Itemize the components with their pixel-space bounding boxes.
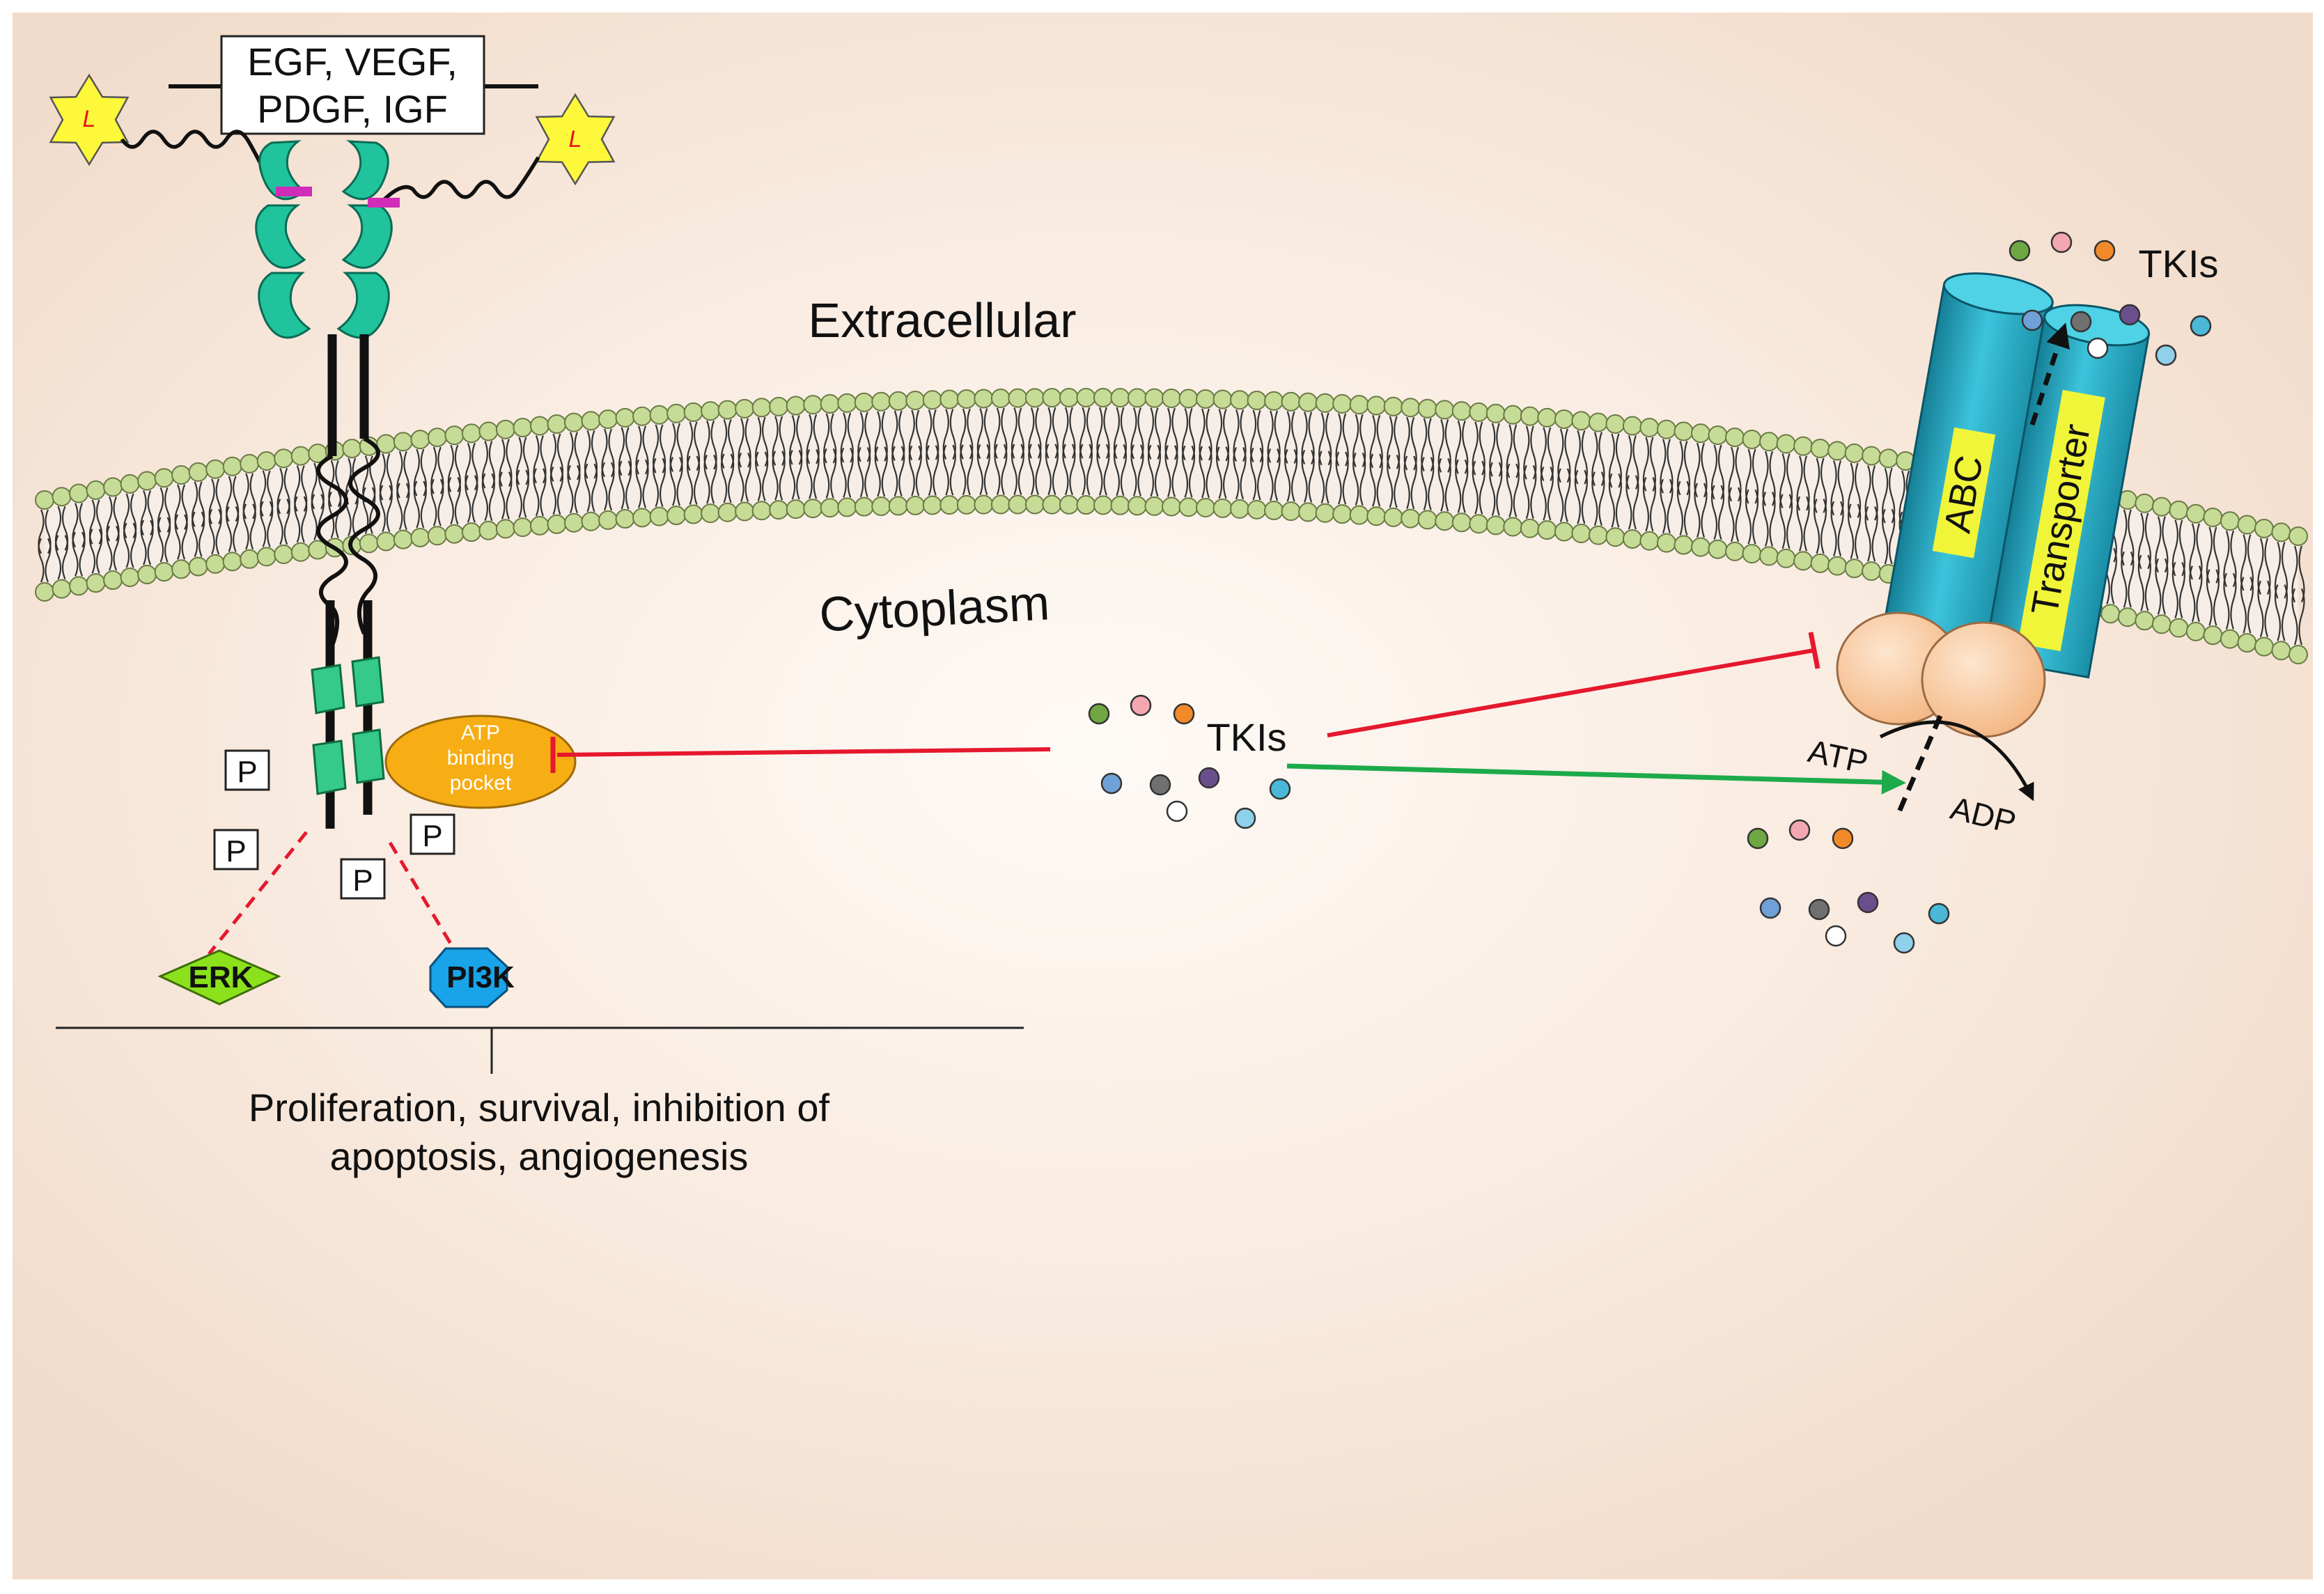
tki-molecule (1149, 774, 1171, 796)
phosphate-group: P (410, 813, 455, 855)
tki-molecule (1269, 778, 1291, 800)
transport-arrow-to-pump (1286, 763, 1906, 795)
signal-line-erk (208, 831, 308, 955)
tki-molecule (1088, 703, 1110, 725)
tki-molecule (2119, 304, 2141, 326)
tki-molecule (2050, 231, 2073, 253)
transporter-label-bg-2 (2018, 389, 2105, 652)
svg-text:P: P (422, 819, 442, 853)
ligand-box-line2: PDGF, IGF (257, 87, 448, 131)
tki-molecule (1928, 903, 1950, 925)
outcome-text-line1: Proliferation, survival, inhibition of (249, 1086, 830, 1130)
phosphate-group: P (224, 749, 270, 791)
pi3k-label: PI3K (446, 960, 515, 994)
ligand-binding-site-right (368, 198, 400, 208)
ligand-box-line1: EGF, VEGF, (247, 40, 458, 84)
ligand-star-right: L (535, 93, 616, 186)
ligand-star-left: L (49, 73, 130, 166)
tki-molecule (1747, 827, 1769, 850)
tki-molecule (1808, 898, 1830, 921)
tki-cluster-near-pump (1747, 819, 1950, 954)
region-label-cytoplasm: Cytoplasm (818, 575, 1051, 641)
tki-molecule (1234, 807, 1256, 829)
tki-molecule (2087, 337, 2109, 359)
tki-label-intracellular: TKIs (1206, 715, 1286, 759)
tki-cluster-effluxed (2009, 231, 2212, 366)
ligand-linker-right (380, 156, 540, 203)
tki-label-effluxed: TKIs (2138, 242, 2218, 286)
phosphate-group: P (340, 858, 386, 900)
outcome-text-line2: apoptosis, angiogenesis (330, 1134, 749, 1178)
atp-pocket-line3: pocket (450, 772, 512, 795)
tki-molecule (2155, 344, 2177, 366)
tki-molecule (1893, 932, 1915, 954)
transporter-label-bg-1 (1932, 427, 1996, 558)
ligand-binding-site-left (276, 187, 312, 196)
tki-molecule (2009, 240, 2031, 262)
tki-molecule (1130, 694, 1152, 717)
tki-molecule (1788, 819, 1811, 841)
pi3k-node (429, 947, 508, 1008)
tki-molecule (1825, 925, 1847, 947)
inhibition-arrow-transporter (1327, 648, 1814, 737)
tki-molecule (2093, 240, 2116, 262)
atp-pocket-line1: ATP (461, 721, 500, 744)
erk-label: ERK (189, 960, 254, 994)
svg-text:P: P (226, 834, 246, 868)
tki-molecule (2021, 309, 2043, 331)
svg-text:P: P (237, 755, 257, 789)
atp-hydrolysis-dash (1896, 714, 1943, 815)
ligand-box (220, 35, 485, 135)
tki-molecule (1166, 800, 1188, 822)
kinase-domains (311, 656, 385, 795)
tki-molecule (1100, 772, 1123, 795)
tki-molecule (2190, 315, 2212, 337)
efflux-arrow (2029, 322, 2070, 426)
tki-molecule (1857, 891, 1879, 914)
tki-molecule (1759, 897, 1781, 919)
tki-molecule (1198, 767, 1220, 789)
abc-transporter: ABC Transporter (1836, 272, 2151, 738)
receptor-extracellular-domains (255, 140, 393, 339)
transmembrane-helix-right (348, 437, 380, 635)
region-label-extracellular: Extracellular (808, 293, 1076, 347)
erk-node (157, 949, 281, 1006)
background-panel (13, 13, 2313, 1579)
atp-binding-pocket (384, 714, 577, 809)
inhibition-bar-transporter (1808, 632, 1820, 669)
ligand-label-right: L (569, 126, 582, 153)
ligand-linker-left (120, 130, 277, 194)
receptor-tyrosine-kinase: EGF, VEGF, PDGF, IGF L L (49, 35, 1024, 1074)
atp-to-adp-arrow (1879, 720, 2034, 802)
ligand-label-left: L (83, 106, 96, 132)
inhibition-arrow-pocket (556, 747, 1051, 757)
tki-cluster-intracellular (1088, 694, 1291, 829)
svg-text:P: P (352, 864, 373, 898)
tki-molecule (1832, 827, 1854, 850)
phosphate-group: P (213, 829, 259, 870)
tki-molecule (2070, 311, 2092, 333)
tki-molecule (1173, 703, 1195, 725)
atp-pocket-line2: binding (447, 747, 515, 769)
